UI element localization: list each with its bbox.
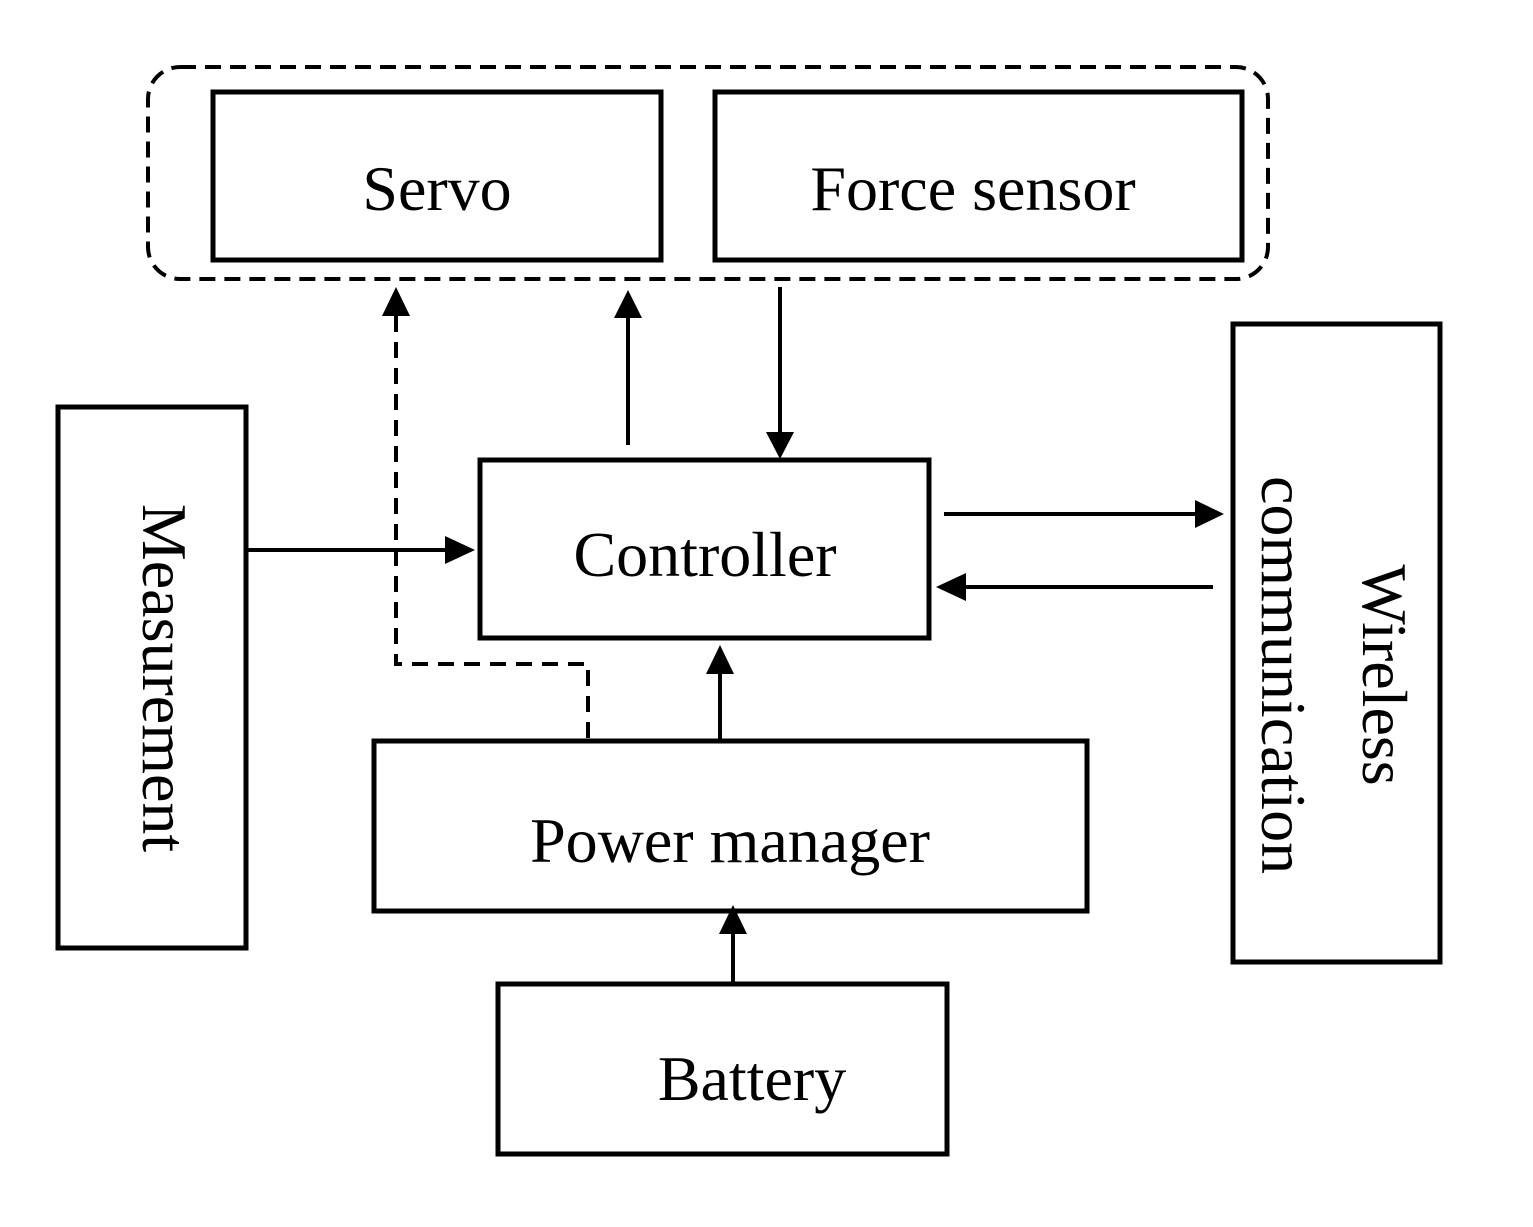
- servo-box: [210, 89, 664, 263]
- measurement-block: Measurement: [55, 404, 249, 951]
- power-manager-label: Power manager: [530, 805, 930, 876]
- wireless-communication-block: Wireless communication: [1230, 321, 1443, 965]
- arrow-wireless-to-controller: [936, 573, 1213, 601]
- arrow-controller-to-wireless: [944, 500, 1224, 528]
- battery-box: [495, 981, 950, 1157]
- wireless-label-line1: Wireless: [1349, 564, 1420, 785]
- arrow-controller-to-servo: [614, 290, 642, 445]
- arrow-battery-to-power-manager: [719, 905, 747, 983]
- dashed-arrow-power-manager-to-servo: [382, 287, 590, 738]
- force-sensor-block: Force sensor: [712, 89, 1245, 263]
- battery-label: Battery: [658, 1043, 846, 1114]
- wireless-label-line2: communication: [1248, 476, 1319, 874]
- servo-block: Servo: [210, 89, 664, 263]
- power-manager-box: [371, 738, 1090, 914]
- arrow-measurement-to-controller: [248, 536, 475, 564]
- wireless-communication-box: [1230, 321, 1443, 965]
- force-sensor-box: [712, 89, 1245, 263]
- measurement-label: Measurement: [129, 504, 200, 853]
- arrow-force-sensor-to-controller: [766, 287, 794, 459]
- arrow-power-manager-to-controller: [706, 645, 734, 740]
- measurement-box: [55, 404, 249, 951]
- controller-box: [477, 457, 932, 641]
- servo-label: Servo: [362, 153, 511, 224]
- power-manager-block: Power manager: [371, 738, 1090, 914]
- battery-block: Battery: [495, 981, 950, 1157]
- actuator-sensor-group-outline: [146, 65, 1270, 281]
- controller-label: Controller: [573, 519, 836, 590]
- force-sensor-label: Force sensor: [810, 153, 1135, 224]
- controller-block: Controller: [477, 457, 932, 641]
